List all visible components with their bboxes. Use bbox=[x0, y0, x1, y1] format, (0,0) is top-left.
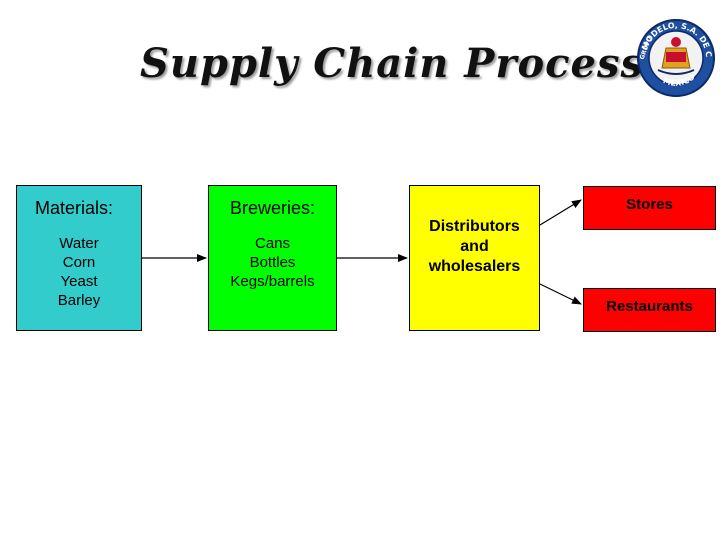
logo-seal-icon: MODELO, S.A. DE C.V. MEXICO GRUPO bbox=[633, 11, 715, 97]
page-title: Supply Chain Process bbox=[140, 40, 644, 87]
breweries-box: Breweries: Cans Bottles Kegs/barrels bbox=[208, 185, 337, 331]
restaurants-box: Restaurants bbox=[583, 288, 716, 332]
breweries-heading-name: Breweries bbox=[229, 198, 310, 218]
list-item: Corn bbox=[62, 254, 96, 271]
list-item: Water bbox=[59, 235, 99, 252]
materials-box: Materials: Water Corn Yeast Barley bbox=[16, 185, 142, 331]
grupo-modelo-logo: MODELO, S.A. DE C.V. MEXICO GRUPO bbox=[633, 11, 716, 98]
breweries-list: Cans Bottles Kegs/barrels bbox=[209, 234, 336, 291]
stores-label: Stores bbox=[626, 196, 673, 213]
distributors-box: Distributors and wholesalers bbox=[409, 185, 540, 331]
list-item: Barley bbox=[57, 292, 101, 309]
arrow-distributors-to-stores bbox=[539, 199, 582, 226]
arrow-distributors-to-restaurants bbox=[539, 283, 582, 305]
list-item: Yeast bbox=[60, 273, 98, 290]
list-item: Bottles bbox=[249, 254, 296, 271]
breweries-heading: Breweries: bbox=[209, 198, 336, 219]
breweries-heading-colon: : bbox=[310, 198, 316, 218]
distributors-line: Distributors bbox=[429, 218, 520, 235]
distributors-line: and bbox=[460, 238, 489, 255]
distributors-line: wholesalers bbox=[428, 258, 521, 275]
list-item: Kegs/barrels bbox=[230, 273, 315, 290]
materials-list: Water Corn Yeast Barley bbox=[17, 234, 141, 310]
restaurants-label: Restaurants bbox=[606, 298, 693, 315]
list-item: Cans bbox=[254, 235, 291, 252]
stores-box: Stores bbox=[583, 186, 716, 230]
distributors-label: Distributors and wholesalers bbox=[410, 217, 539, 277]
materials-heading: Materials: bbox=[35, 198, 114, 218]
